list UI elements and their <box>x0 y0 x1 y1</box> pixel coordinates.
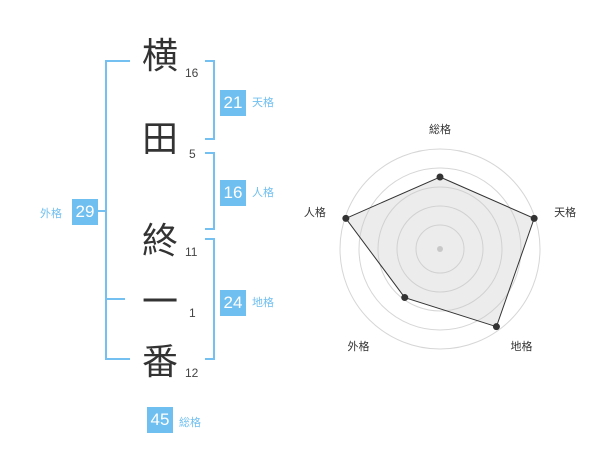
name-char-2: 田 <box>141 119 178 160</box>
gaikaku-bracket-top <box>105 60 130 62</box>
radar-point-2 <box>530 214 538 222</box>
radar-axis-label-4: 外格 <box>347 339 369 353</box>
tenkaku-bracket-top <box>205 60 215 62</box>
stroke-count-1: 16 <box>185 66 199 80</box>
chikaku-value-badge: 24 <box>220 290 246 316</box>
jinkaku-bracket-spine <box>213 152 215 230</box>
radar-axis-label-1: 総格 <box>429 122 451 136</box>
gaikaku-label: 外格 <box>40 207 62 220</box>
chikaku-bracket-spine <box>213 238 215 360</box>
radar-ring <box>377 186 503 312</box>
gaikaku-bracket-bottom <box>105 358 130 360</box>
jinkaku-bracket-bottom <box>205 228 215 230</box>
name-char-3: 終 <box>141 221 178 262</box>
chikaku-bracket-top <box>205 238 215 240</box>
chikaku-label: 地格 <box>252 296 274 309</box>
soukaku-value-badge: 45 <box>147 407 173 433</box>
name-char-1: 横 <box>141 36 178 77</box>
tenkaku-value-badge: 21 <box>220 90 246 116</box>
radar-axis-label-5: 人格 <box>304 205 326 219</box>
radar-point-1 <box>436 173 444 181</box>
stroke-count-4: 1 <box>189 306 196 320</box>
radar-point-4 <box>401 294 409 302</box>
stroke-count-3: 11 <box>185 245 198 259</box>
gaikaku-connector <box>98 210 107 212</box>
stroke-count-5: 12 <box>185 366 199 380</box>
jinkaku-bracket-top <box>205 152 215 154</box>
radar-point-5 <box>342 214 350 222</box>
radar-axis-label-3: 地格 <box>511 339 533 353</box>
gaikaku-bracket-mid <box>105 298 125 300</box>
name-char-5: 番 <box>141 342 178 383</box>
radar-ring <box>358 167 522 331</box>
chikaku-bracket-bottom <box>205 358 215 360</box>
soukaku-label: 総格 <box>179 416 201 429</box>
tenkaku-bracket-spine <box>213 60 215 140</box>
radar-axis-label-2: 天格 <box>554 205 576 219</box>
gaikaku-value-badge: 29 <box>72 199 98 225</box>
name-char-4: 一 <box>141 282 178 323</box>
tenkaku-bracket-bottom <box>205 138 215 140</box>
tenkaku-label: 天格 <box>252 96 274 109</box>
stroke-count-2: 5 <box>189 147 196 161</box>
radar-point-3 <box>492 323 500 331</box>
radar-center-point <box>437 246 443 252</box>
jinkaku-label: 人格 <box>252 186 274 199</box>
radar-ring <box>396 205 484 293</box>
jinkaku-value-badge: 16 <box>220 180 246 206</box>
radar-ring <box>415 224 465 274</box>
